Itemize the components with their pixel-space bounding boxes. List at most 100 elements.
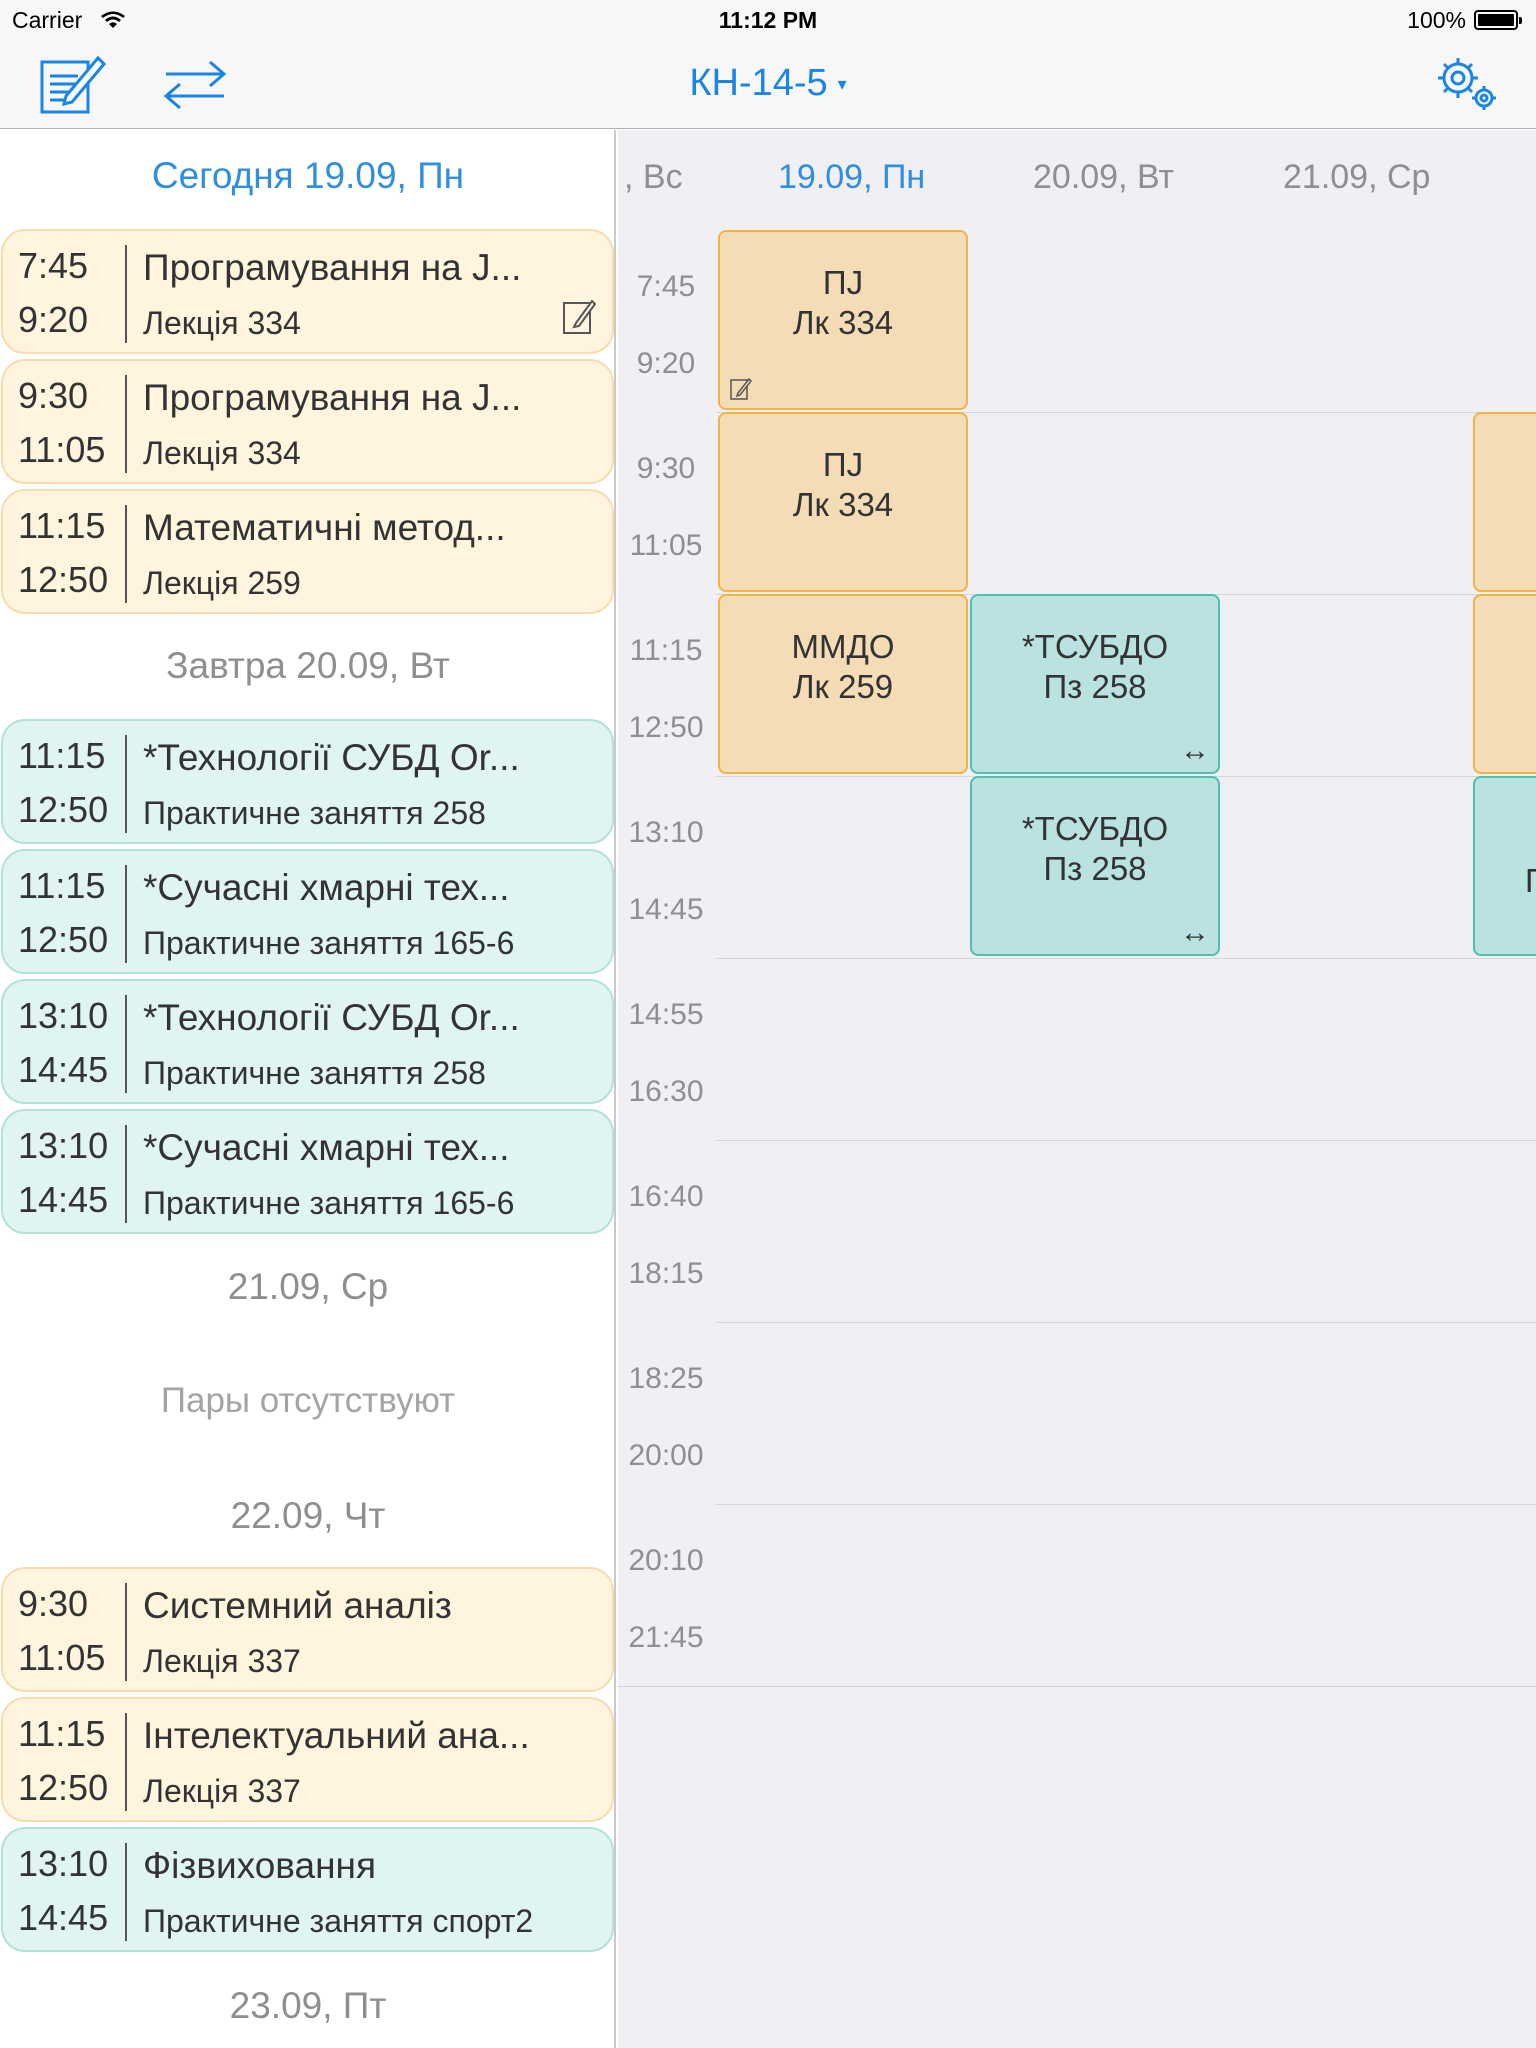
wifi-icon (100, 9, 126, 36)
cell-room: Пз 258 (1043, 850, 1147, 887)
swap-arrows-icon: ↔ (1180, 734, 1210, 767)
schedule-cell[interactable]: ПJ Лк 334 (718, 230, 968, 410)
group-selector[interactable]: КН-14-5 ▾ (0, 62, 1536, 105)
slot-end: 12:50 (628, 711, 704, 744)
week-grid[interactable]: , Вс 19.09, Пн 20.09, Вт 21.09, Ср 7:45 … (618, 130, 1536, 2048)
slot-start: 7:45 (636, 270, 696, 303)
schedule-cell[interactable]: *ТСУБДО Пз 258 ↔ (970, 776, 1220, 956)
schedule-cell[interactable] (1473, 412, 1536, 592)
gear-icon (1438, 58, 1496, 110)
slot-end: 20:00 (628, 1439, 704, 1472)
cell-room: Лк 334 (792, 304, 894, 341)
lesson-card[interactable]: 13:10 14:45 Фізвиховання Практичне занят… (1, 1827, 614, 1952)
lesson-end: 9:20 (18, 299, 89, 340)
lesson-title: *Сучасні хмарні тех... (143, 1127, 510, 1168)
divider (125, 995, 127, 1093)
lesson-end: 12:50 (18, 1767, 109, 1808)
lesson-card[interactable]: 11:15 12:50 Математичні метод... Лекція … (1, 489, 614, 614)
battery-icon (1474, 10, 1522, 30)
cell-title: П (1475, 862, 1536, 900)
lesson-start: 9:30 (18, 1583, 89, 1624)
lesson-title: *Сучасні хмарні тех... (143, 867, 510, 908)
lesson-start: 11:15 (18, 735, 106, 776)
row-separator (716, 958, 1536, 959)
group-name: КН-14-5 (689, 62, 828, 104)
divider (125, 375, 127, 473)
slot-end: 9:20 (636, 347, 696, 380)
lesson-subtitle: Практичне заняття 165-6 (143, 925, 515, 961)
lesson-subtitle: Лекція 337 (143, 1643, 301, 1679)
schedule-cell[interactable]: ПJ Лк 334 (718, 412, 968, 592)
chevron-down-icon: ▾ (837, 74, 847, 95)
row-separator (716, 1322, 1536, 1323)
cell-room: Лк 259 (792, 668, 894, 705)
column-header: , Вс (624, 158, 683, 196)
slot-start: 14:55 (628, 998, 704, 1031)
divider (125, 1125, 127, 1223)
edit-schedule-button[interactable] (38, 50, 107, 116)
cell-title: ПJ (822, 264, 864, 301)
slot-end: 18:15 (628, 1257, 704, 1290)
navigation-bar: КН-14-5 ▾ (0, 40, 1536, 129)
lesson-card[interactable]: 9:30 11:05 Системний аналіз Лекція 337 (1, 1567, 614, 1692)
divider (125, 505, 127, 603)
lesson-start: 13:10 (18, 1843, 109, 1884)
schedule-cell[interactable]: ММДО Лк 259 (718, 594, 968, 774)
lesson-start: 9:30 (18, 375, 89, 416)
lesson-subtitle: Практичне заняття 258 (143, 795, 486, 831)
divider (125, 865, 127, 963)
lesson-end: 12:50 (18, 789, 109, 830)
column-header: 20.09, Вт (1033, 158, 1175, 196)
schedule-cell[interactable]: *ТСУБДО Пз 258 ↔ (970, 594, 1220, 774)
lesson-subtitle: Практичне заняття 258 (143, 1055, 486, 1091)
day-header: Завтра 20.09, Вт (166, 645, 450, 686)
divider (125, 245, 127, 343)
schedule-cell[interactable] (1473, 594, 1536, 774)
row-separator (716, 1140, 1536, 1141)
lesson-title: Програмування на J... (143, 247, 522, 288)
lesson-card[interactable]: 7:45 9:20 Програмування на J... Лекція 3… (1, 229, 614, 354)
battery-percent: 100% (1407, 7, 1466, 33)
lesson-title: Програмування на J... (143, 377, 522, 418)
day-list[interactable]: Сегодня 19.09, Пн 7:45 9:20 Програмуванн… (0, 130, 616, 2048)
settings-button[interactable] (1432, 54, 1498, 114)
lesson-subtitle: Лекція 337 (143, 1773, 301, 1809)
lesson-end: 11:05 (18, 429, 106, 470)
lesson-start: 13:10 (18, 1125, 109, 1166)
lesson-title: Інтелектуальний ана... (143, 1715, 530, 1756)
slot-start: 11:15 (629, 634, 703, 667)
day-header: 22.09, Чт (230, 1495, 386, 1536)
no-lessons-note: Пары отсутствуют (160, 1381, 456, 1420)
lesson-title: *Технології СУБД Or... (143, 737, 520, 778)
lesson-subtitle: Лекція 259 (143, 565, 301, 601)
lesson-end: 14:45 (18, 1049, 109, 1090)
lesson-title: Фізвиховання (143, 1845, 377, 1886)
lesson-card[interactable]: 13:10 14:45 *Технології СУБД Or... Практ… (1, 979, 614, 1104)
edit-schedule-icon (40, 55, 107, 114)
cell-room: Пз 258 (1043, 668, 1147, 705)
row-separator (716, 1504, 1536, 1505)
column-header: 19.09, Пн (778, 158, 926, 196)
lesson-card[interactable]: 11:15 12:50 Інтелектуальний ана... Лекці… (1, 1697, 614, 1822)
slot-start: 20:10 (628, 1544, 704, 1577)
slot-start: 16:40 (628, 1180, 704, 1213)
slot-start: 18:25 (628, 1362, 704, 1395)
cell-title: ПJ (822, 446, 864, 483)
cell-title: ММДО (791, 628, 895, 665)
lesson-start: 11:15 (18, 865, 106, 906)
slot-end: 14:45 (628, 893, 704, 926)
lesson-card[interactable]: 11:15 12:50 *Технології СУБД Or... Практ… (1, 719, 614, 844)
lesson-title: Математичні метод... (143, 507, 506, 548)
lesson-card[interactable]: 11:15 12:50 *Сучасні хмарні тех... Практ… (1, 849, 614, 974)
swap-button[interactable] (160, 54, 230, 114)
lesson-end: 14:45 (18, 1897, 109, 1938)
schedule-cell[interactable]: П (1473, 776, 1536, 956)
lesson-card[interactable]: 13:10 14:45 *Сучасні хмарні тех... Практ… (1, 1109, 614, 1234)
lesson-subtitle: Практичне заняття 165-6 (143, 1185, 515, 1221)
column-header: 21.09, Ср (1283, 158, 1431, 196)
lesson-start: 11:15 (18, 505, 106, 546)
lesson-subtitle: Лекція 334 (143, 435, 301, 471)
day-header: 23.09, Пт (229, 1985, 387, 2026)
lesson-card[interactable]: 9:30 11:05 Програмування на J... Лекція … (1, 359, 614, 484)
clock: 11:12 PM (718, 7, 818, 33)
